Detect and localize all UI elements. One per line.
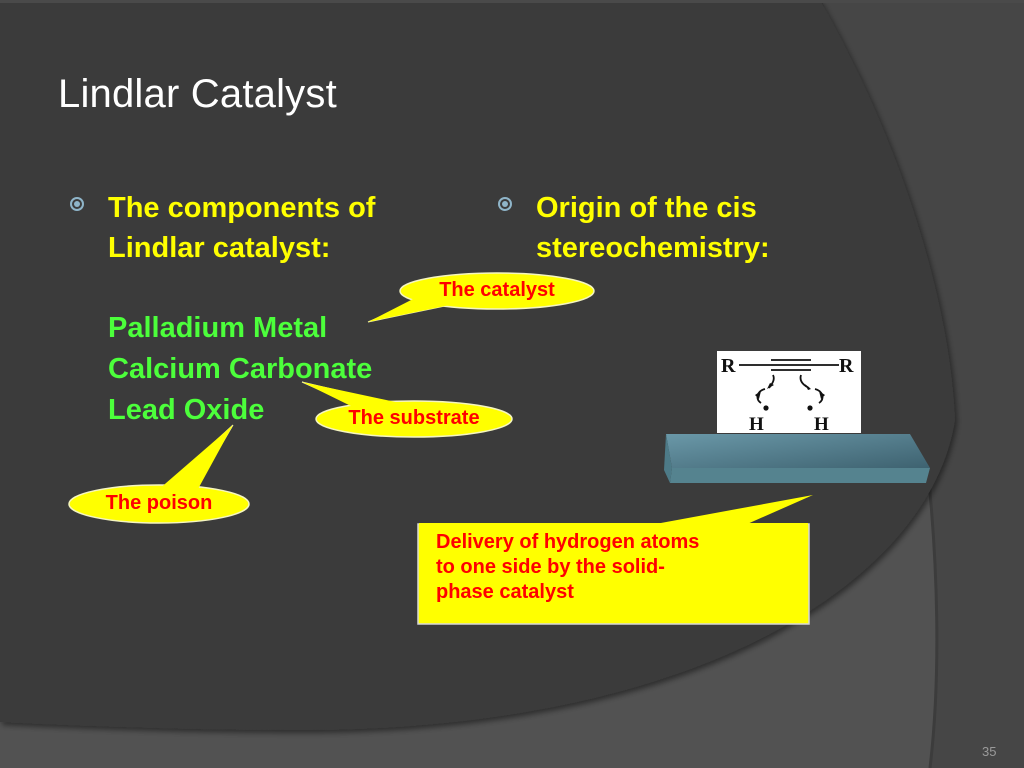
poison-callout-label: The poison: [105, 492, 213, 514]
delivery-line-1: Delivery of hydrogen atoms: [436, 531, 700, 553]
components-list: Palladium Metal Calcium Carbonate Lead O…: [108, 308, 375, 431]
r-group-right: R: [839, 355, 854, 377]
left-column: The components of Lindlar catalyst: Pall…: [70, 188, 375, 431]
alkyne-hydrogen-mechanism-icon: R R H H: [721, 355, 854, 435]
components-heading-line-1: The components of: [108, 192, 376, 224]
delivery-line-2: to one side by the solid-: [436, 556, 665, 578]
components-bullet: The components of Lindlar catalyst: Pall…: [70, 188, 375, 431]
mechanism-diagram: R R H H: [717, 351, 861, 435]
right-column: Origin of the cis stereochemistry:: [498, 188, 770, 268]
delivery-callout-text: Delivery of hydrogen atoms to one side b…: [436, 530, 796, 605]
components-heading-line-2: Lindlar catalyst:: [108, 232, 331, 264]
component-calcium-carbonate: Calcium Carbonate: [108, 353, 373, 385]
substrate-callout-label: The substrate: [348, 407, 480, 429]
circle-bullet-icon: [70, 197, 84, 211]
stereochemistry-bullet: Origin of the cis stereochemistry:: [498, 188, 770, 268]
stereochemistry-heading-line-2: stereochemistry:: [536, 232, 770, 264]
component-palladium: Palladium Metal: [108, 312, 328, 344]
component-lead-oxide: Lead Oxide: [108, 394, 265, 426]
circle-bullet-icon: [498, 197, 512, 211]
slide-title: Lindlar Catalyst: [58, 72, 337, 116]
stereochemistry-heading-line-1: Origin of the cis: [536, 192, 757, 224]
catalyst-callout-label: The catalyst: [439, 279, 555, 301]
delivery-line-3: phase catalyst: [436, 581, 574, 603]
r-group-left: R: [721, 355, 736, 377]
hydrogen-left: H: [749, 414, 764, 433]
hydrogen-right: H: [814, 414, 829, 433]
slide-page-number: 35: [982, 744, 997, 759]
